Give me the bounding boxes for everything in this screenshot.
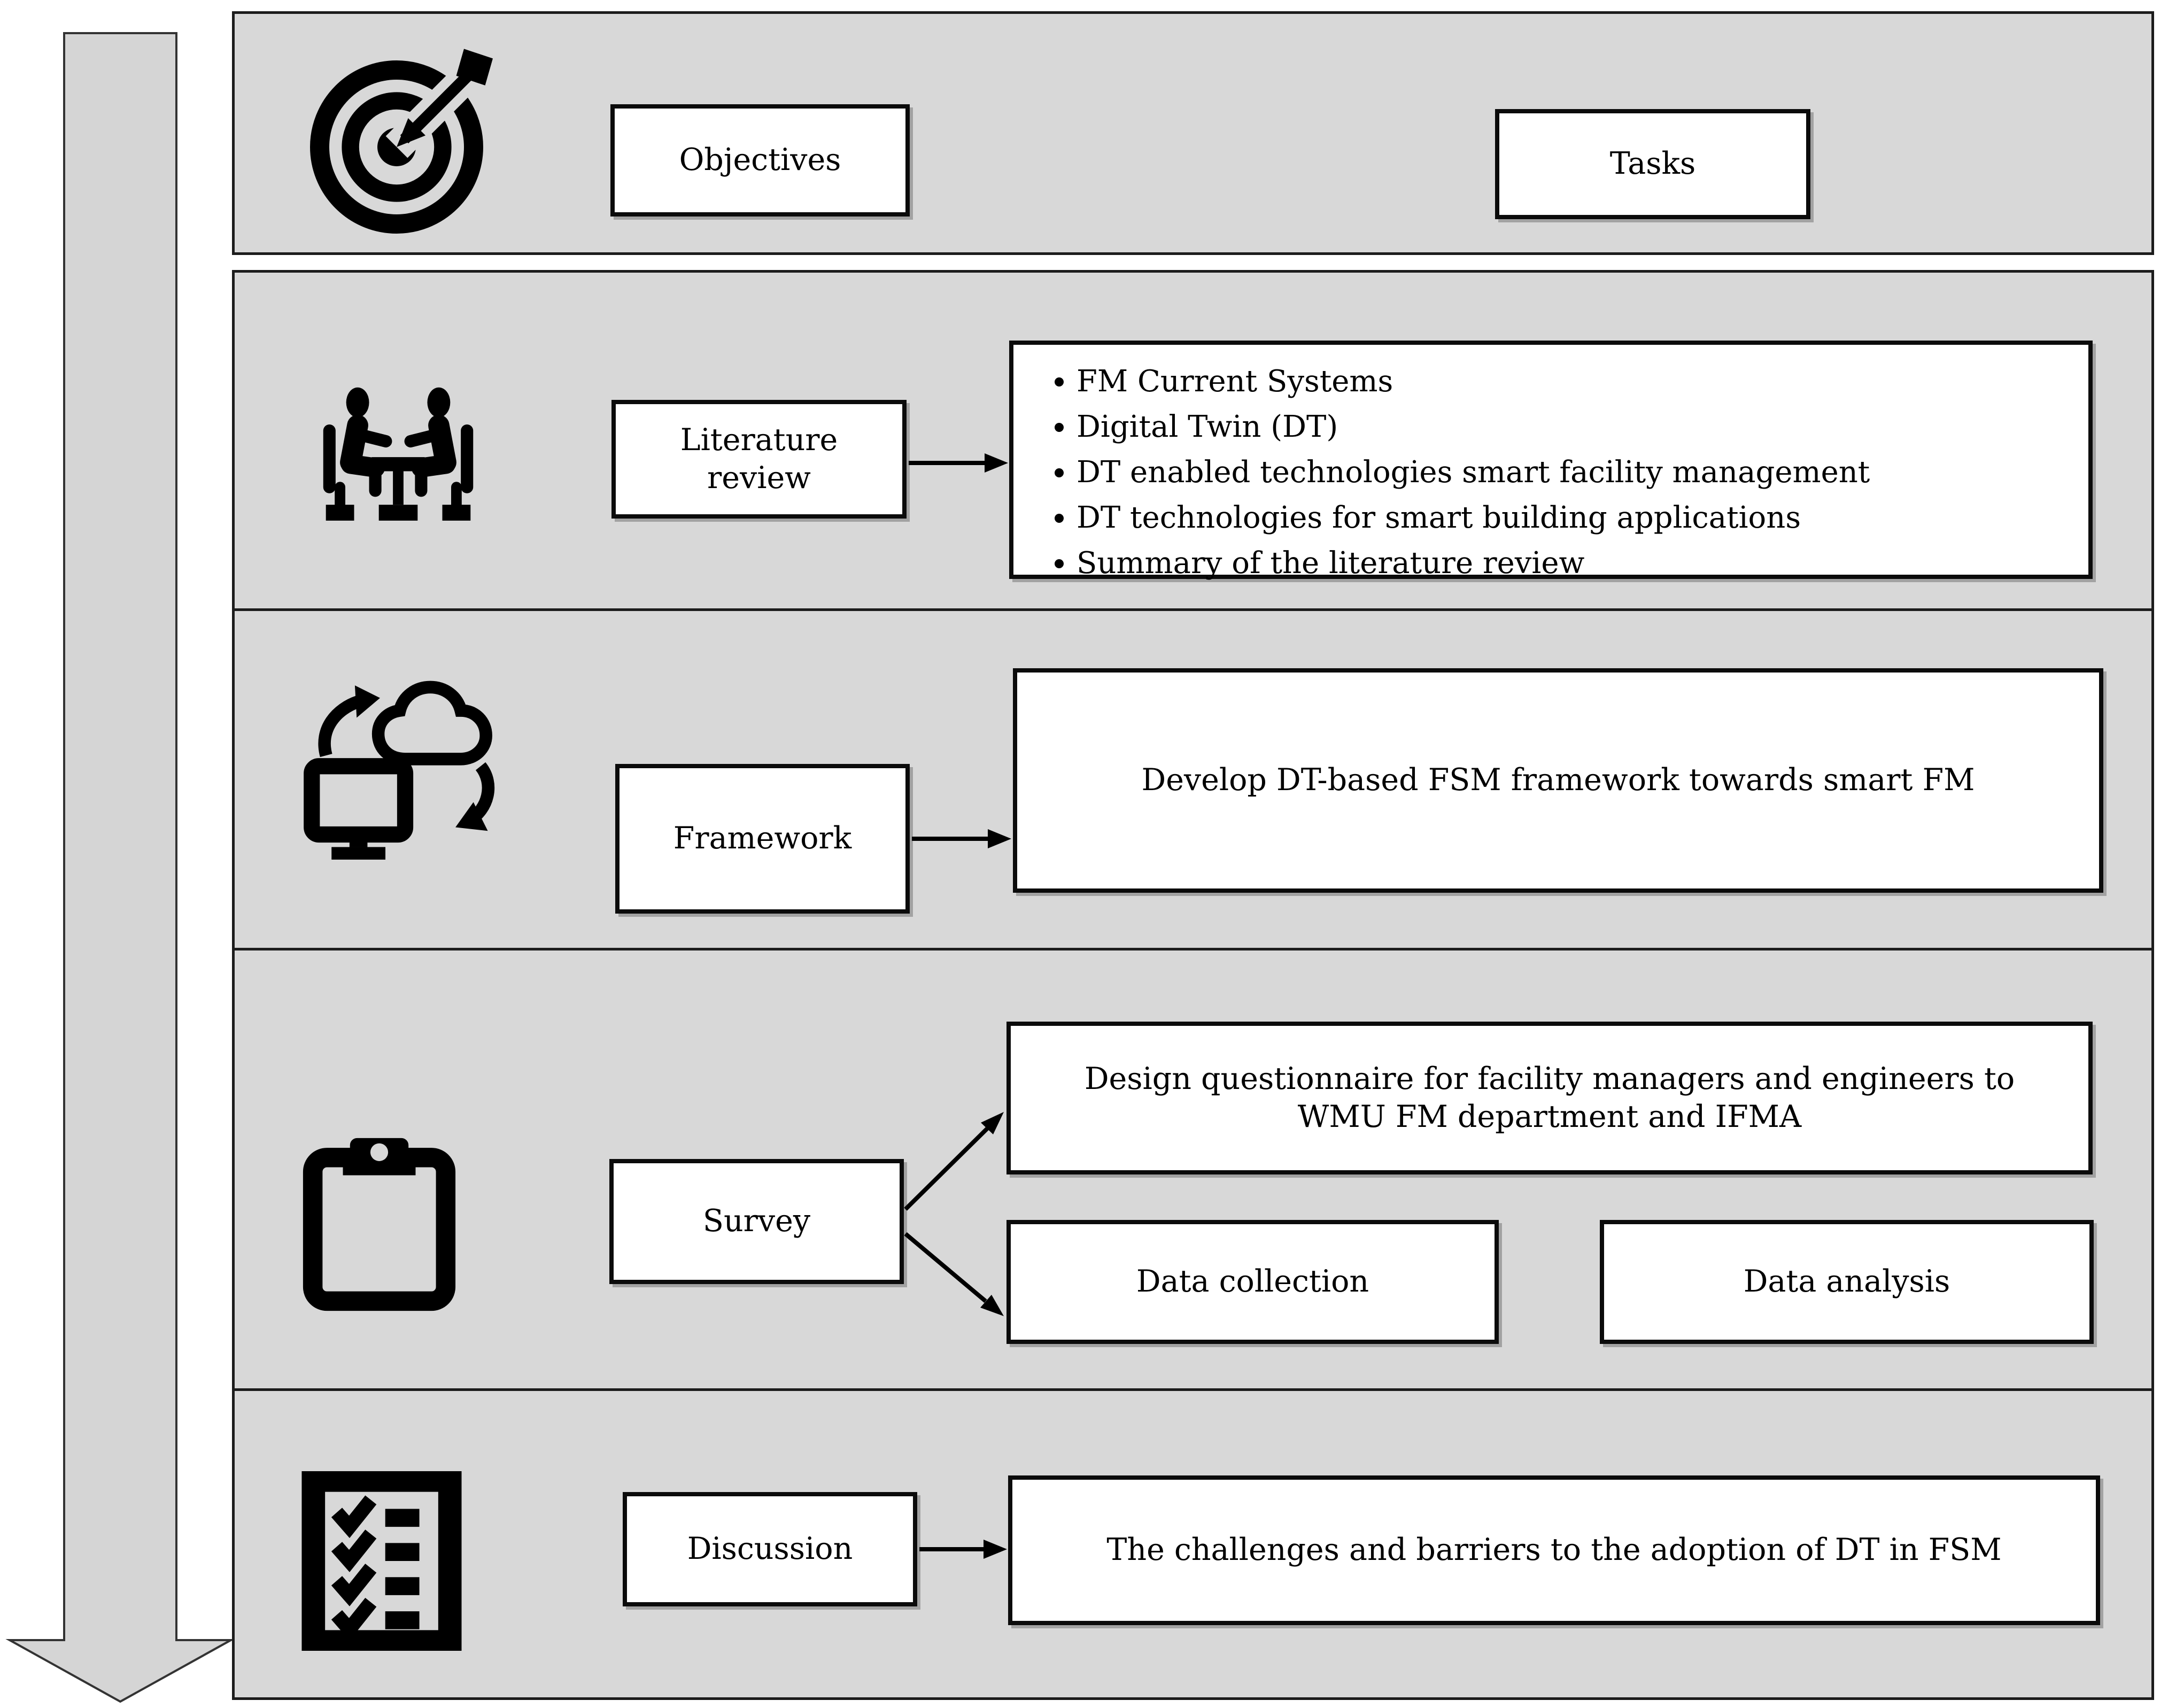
framework-box: Framework [615, 764, 910, 914]
literature-review-label: Literature review [680, 422, 838, 496]
task-item: DT enabled technologies smart facility m… [1077, 450, 1870, 495]
framework-task-box: Develop DT-based FSM framework towards s… [1013, 668, 2103, 893]
process-flow-arrow [5, 32, 235, 1703]
discussion-task-text: The challenges and barriers to the adopt… [1106, 1532, 2002, 1568]
framework-label: Framework [673, 821, 852, 856]
data-collection-label: Data collection [1136, 1264, 1369, 1300]
tasks-label: Tasks [1609, 146, 1696, 182]
objectives-label: Objectives [679, 142, 841, 178]
task-item: Digital Twin (DT) [1077, 404, 1870, 450]
task-item: DT technologies for smart building appli… [1077, 495, 1870, 540]
framework-task-text: Develop DT-based FSM framework towards s… [1141, 762, 1975, 798]
objectives-box: Objectives [610, 104, 910, 217]
data-analysis-box: Data analysis [1600, 1220, 2094, 1344]
survey-questionnaire-text: Design questionnaire for facility manage… [1084, 1061, 2015, 1134]
discussion-box: Discussion [623, 1492, 917, 1606]
survey-label: Survey [702, 1203, 811, 1239]
literature-review-tasks-box: FM Current Systems Digital Twin (DT) DT … [1009, 341, 2093, 581]
clipboard-icon [303, 1138, 456, 1311]
literature-review-task-list: FM Current Systems Digital Twin (DT) DT … [1013, 359, 1870, 586]
discussion-task-box: The challenges and barriers to the adopt… [1008, 1475, 2100, 1625]
task-item: Summary of the literature review [1077, 540, 1870, 586]
cloud-sync-icon [304, 681, 495, 860]
discussion-label: Discussion [687, 1531, 853, 1567]
tasks-box: Tasks [1495, 109, 1810, 219]
target-icon [310, 42, 502, 234]
checklist-icon [301, 1471, 462, 1651]
band-objectives-tasks [232, 11, 2154, 255]
meeting-icon [323, 374, 489, 551]
survey-questionnaire-task-box: Design questionnaire for facility manage… [1006, 1022, 2093, 1174]
survey-box: Survey [609, 1159, 904, 1284]
data-analysis-label: Data analysis [1743, 1264, 1950, 1300]
task-item: FM Current Systems [1077, 359, 1870, 404]
data-collection-box: Data collection [1006, 1220, 1499, 1344]
literature-review-box: Literature review [611, 400, 907, 519]
